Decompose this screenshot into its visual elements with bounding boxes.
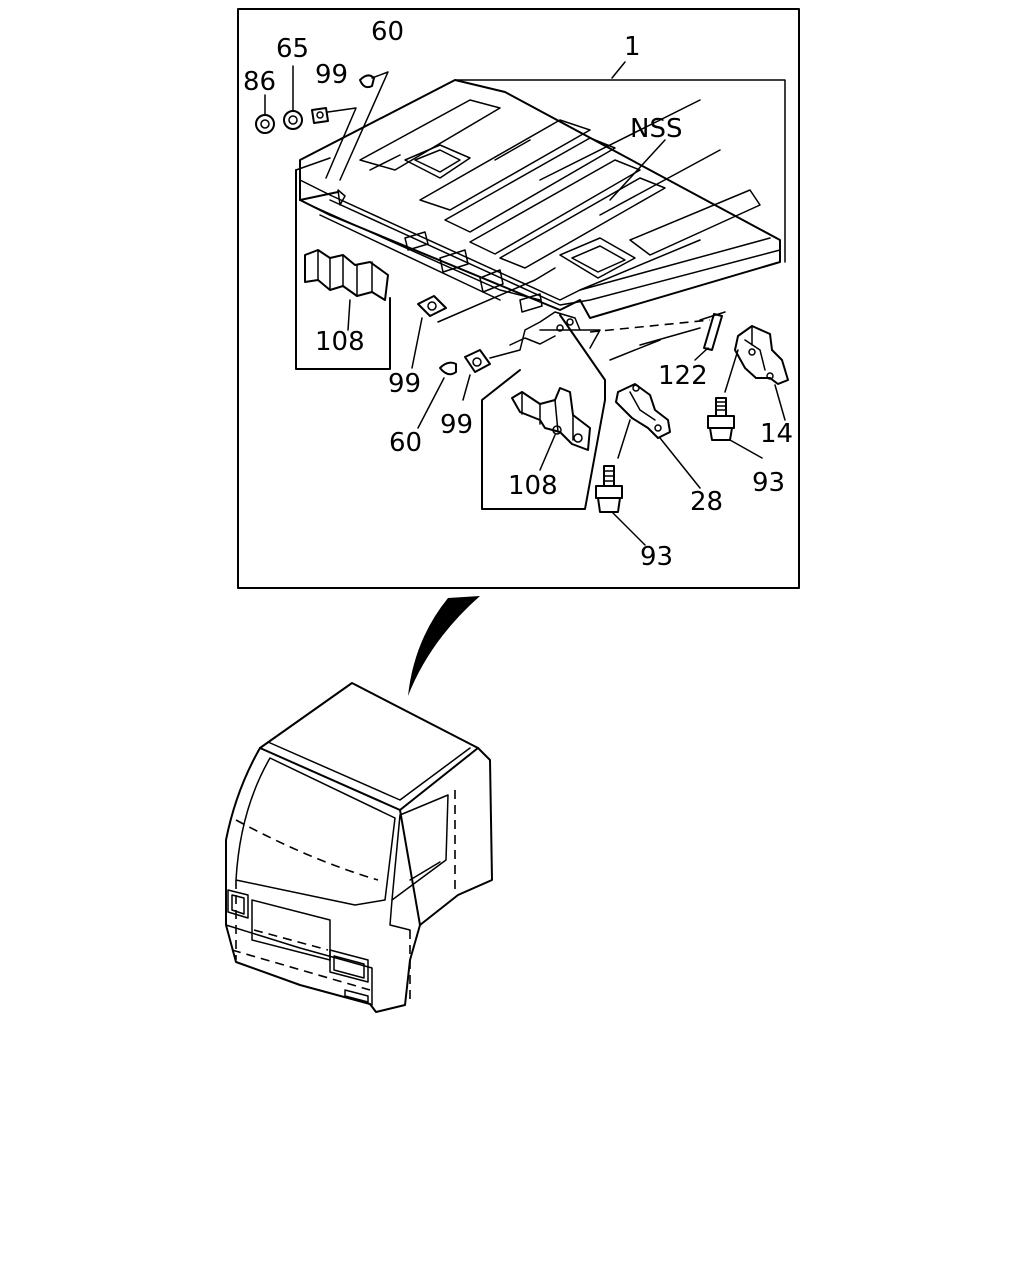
- bolt-93-bottom: [595, 465, 646, 546]
- rivet-60-mid: [417, 361, 457, 429]
- bracket-28: [615, 383, 701, 489]
- callout-93-right: 93: [752, 468, 785, 498]
- callout-93-bottom: 93: [640, 542, 673, 572]
- callout-99-mid-left: 99: [388, 369, 421, 399]
- callout-65: 65: [276, 34, 309, 64]
- roof-panel: [299, 61, 786, 319]
- clip-99-mid-right: [462, 349, 491, 401]
- callout-60-top: 60: [371, 17, 404, 47]
- callout-86: 86: [243, 67, 276, 97]
- callout-60-mid: 60: [389, 428, 422, 458]
- callout-122: 122: [658, 361, 708, 391]
- callout-99-mid-right: 99: [440, 410, 473, 440]
- clip-99-top: [311, 107, 357, 179]
- detail-frame: [237, 8, 800, 589]
- bolt-93-right: [707, 397, 763, 459]
- pin-122: [694, 313, 723, 361]
- callout-28: 28: [690, 487, 723, 517]
- reinforcement-108-bottom: [511, 387, 591, 471]
- callout-nss: NSS: [630, 114, 682, 144]
- pointer-wedge: [408, 596, 480, 696]
- callout-1: 1: [624, 32, 641, 62]
- callout-99-top: 99: [315, 60, 348, 90]
- washer-86: [255, 94, 275, 134]
- reinforcement-108-left: [304, 249, 389, 331]
- truck-cab-illustration: [225, 682, 493, 1013]
- clip-99-mid-left: [411, 267, 556, 369]
- rivet-60-top: [339, 71, 389, 181]
- callout-14: 14: [760, 419, 793, 449]
- callout-108-left: 108: [315, 327, 365, 357]
- bracket-14: [724, 325, 789, 421]
- washer-65: [283, 65, 303, 130]
- callout-108-bottom: 108: [508, 471, 558, 501]
